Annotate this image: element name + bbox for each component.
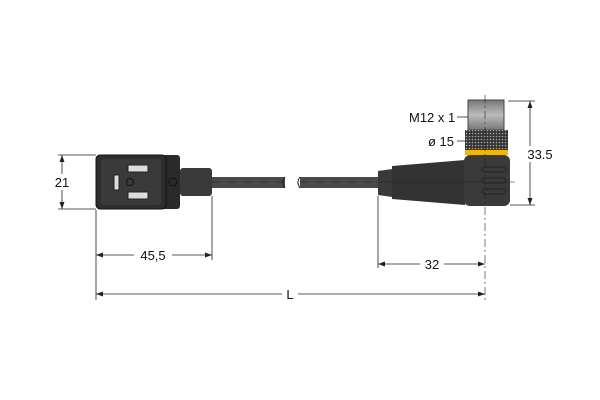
dimension-height-left: 21 <box>50 154 96 210</box>
label-21: 21 <box>55 175 69 190</box>
dimension-height-right: 33.5 <box>508 100 560 206</box>
dimension-total-length: L <box>96 286 485 302</box>
valve-connector <box>95 154 286 210</box>
dimension-length-right: 32 <box>377 196 485 272</box>
label-33-5: 33.5 <box>527 147 552 162</box>
label-diameter: ø 15 <box>428 134 454 149</box>
label-L: L <box>286 287 293 302</box>
label-32: 32 <box>425 257 439 272</box>
dimension-length-left: 45,5 <box>95 196 213 300</box>
m12-angled-connector <box>297 95 515 300</box>
label-thread: M12 x 1 <box>409 110 455 125</box>
label-45-5: 45,5 <box>140 248 165 263</box>
